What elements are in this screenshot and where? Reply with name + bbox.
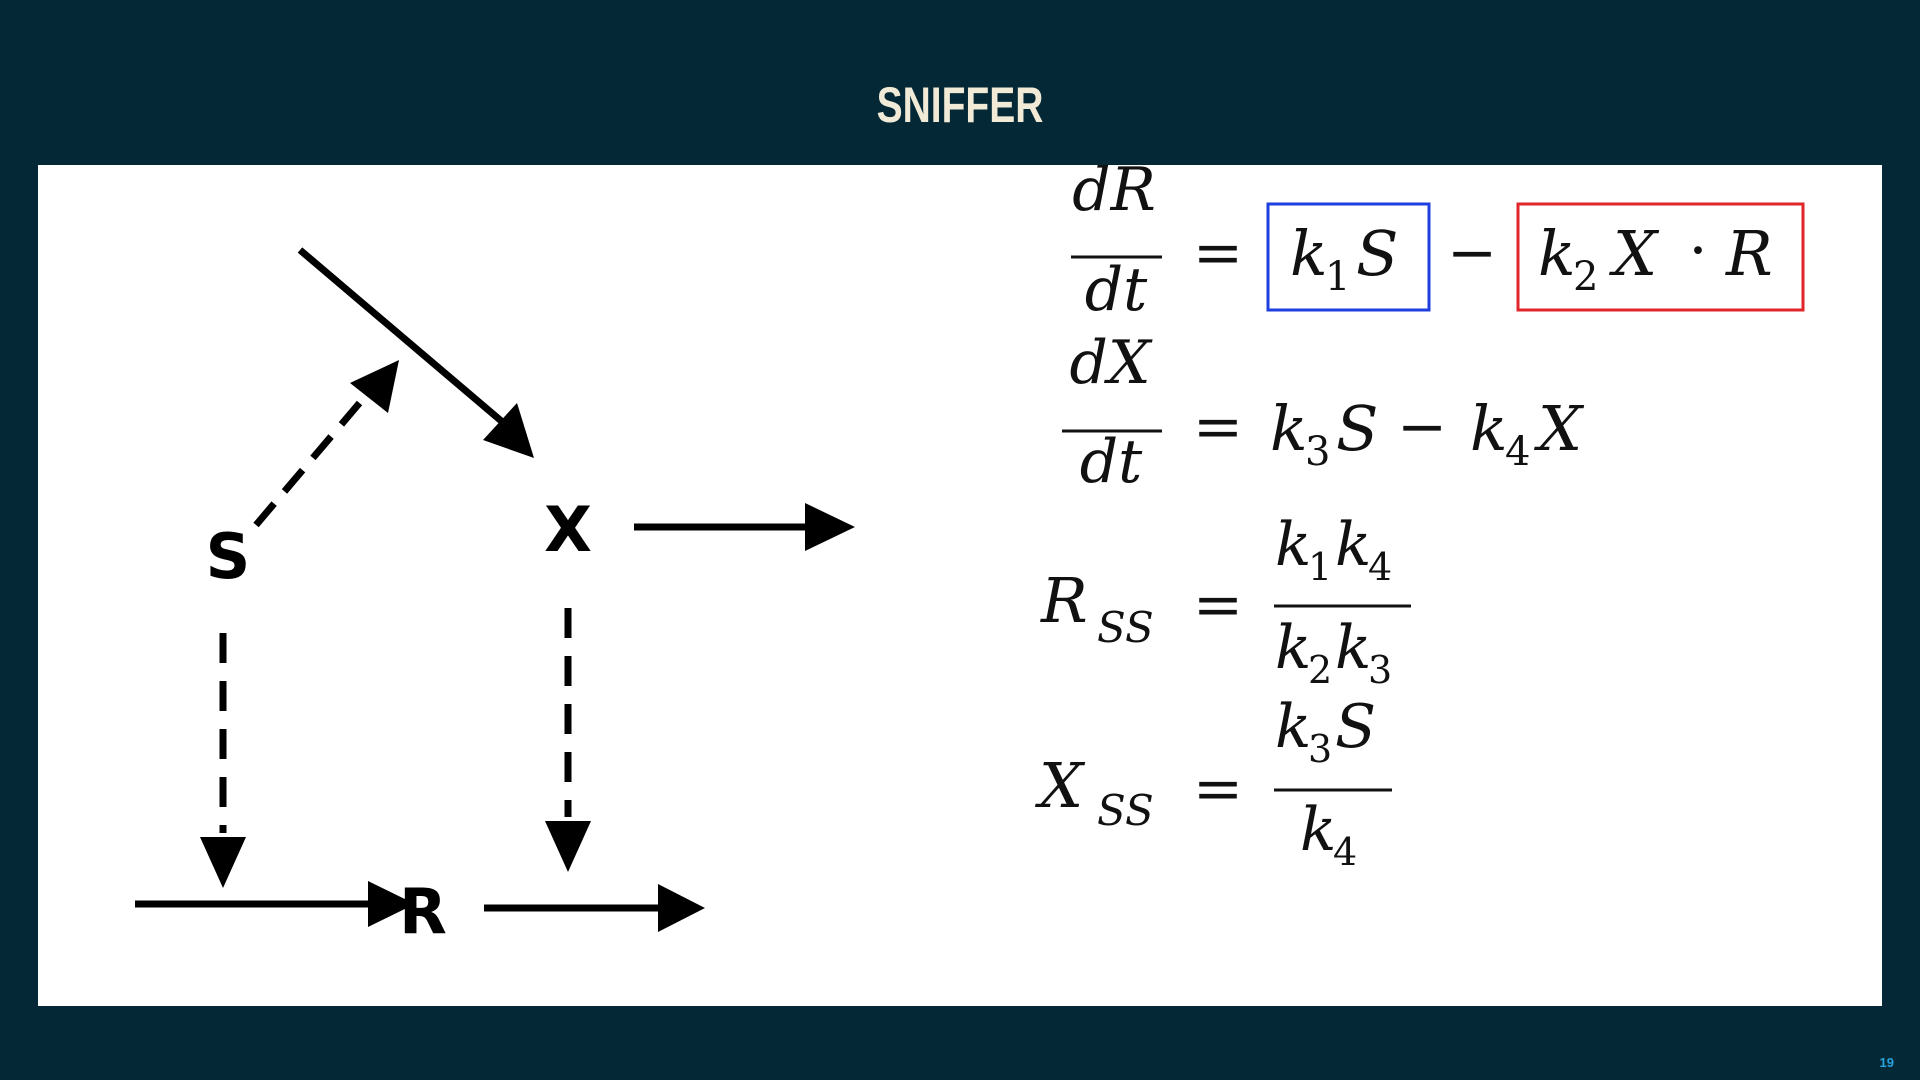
node-r-label: R [399,875,447,948]
eq4-num-s: 3 [1308,727,1332,771]
equation-r-steady-state: R SS = k 1 k 4 k 2 k 3 [1040,510,1411,692]
k2xr-highlight-box [1516,202,1805,312]
eq3-num-s1: 1 [1308,545,1332,589]
eq4-num-k: k [1275,692,1311,762]
eq4-den-s: 4 [1333,830,1357,874]
edge-s-activates-x-input [253,360,399,528]
eq1-term2-sub: 2 [1573,254,1598,300]
eq3-num-k1: k [1275,510,1311,580]
page-number: 19 [1879,1055,1894,1070]
sniffer-diagram: S X R dR dt = k 1 S − k 2 X · R [135,165,1805,948]
eq1-term1-var: S [1356,217,1398,290]
eq1-term2-var2: R [1725,217,1773,290]
equation-x-steady-state: X SS = k 3 S k 4 [1035,692,1392,874]
eq3-lhs-sub: SS [1097,603,1154,652]
eq4-equals: = [1193,754,1243,824]
eq1-term1-sub: 1 [1325,254,1350,300]
eq2-sub-b: 4 [1505,429,1530,475]
eq4-lhs-sub: SS [1097,786,1154,835]
equation-dx-dt: dX dt = k 3 S − k 4 X [1062,328,1585,497]
eq1-equals: = [1193,218,1243,288]
eq1-term2-k: k [1538,217,1576,290]
edge-x-output [634,503,855,551]
eq3-lhs: R [1040,564,1088,637]
content-panel: S X R dR dt = k 1 S − k 2 X · R [38,165,1882,1006]
k1s-highlight-box [1266,202,1431,312]
eq2-k-a: k [1270,392,1308,465]
edge-x-activates-r-output [545,608,591,872]
eq3-den-k2: k [1335,613,1371,683]
eq2-minus: − [1397,392,1447,462]
equations: dR dt = k 1 S − k 2 X · R dX dt [1035,165,1805,874]
slide-title: SNIFFER [876,77,1044,133]
eq2-numerator: dX [1069,328,1152,398]
eq3-num-k2: k [1335,510,1371,580]
edge-input-to-x [297,247,534,458]
eq2-denominator: dt [1080,427,1143,497]
eq1-numerator: dR [1072,165,1156,225]
eq3-equals: = [1193,570,1243,640]
eq2-var-b: X [1534,392,1585,465]
eq2-equals: = [1193,392,1243,462]
node-x-label: X [544,493,592,566]
eq3-num-s2: 4 [1368,545,1392,589]
eq1-minus: − [1447,218,1497,288]
eq2-sub-a: 3 [1305,429,1330,475]
eq2-var-a: S [1336,392,1378,465]
eq3-den-s2: 3 [1368,648,1392,692]
node-s-label: S [206,520,251,593]
network-diagram: S X R [135,247,855,948]
edge-input-to-r [135,881,415,927]
edge-s-activates-r-input [200,633,246,888]
eq1-term1-k: k [1290,217,1328,290]
eq3-den-s1: 2 [1308,648,1332,692]
eq1-term2-dot: · [1688,216,1707,286]
eq4-den-k: k [1300,795,1336,865]
eq1-term2-var: X [1609,217,1660,290]
equation-dr-dt: dR dt = k 1 S − k 2 X · R [1071,165,1805,325]
eq1-denominator: dt [1085,255,1148,325]
eq3-den-k1: k [1275,613,1311,683]
eq2-k-b: k [1470,392,1508,465]
eq4-num-var: S [1335,692,1376,762]
eq4-lhs: X [1035,749,1086,822]
edge-r-output [484,884,705,932]
